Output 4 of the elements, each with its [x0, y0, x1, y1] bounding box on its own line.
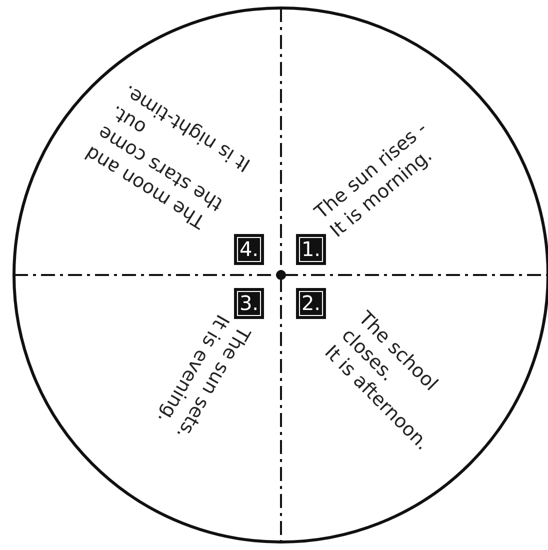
number-badge: 1. — [296, 234, 326, 265]
number-badge: 3. — [234, 288, 264, 319]
number-badge: 2. — [296, 288, 326, 319]
number-badge: 4. — [234, 234, 264, 265]
